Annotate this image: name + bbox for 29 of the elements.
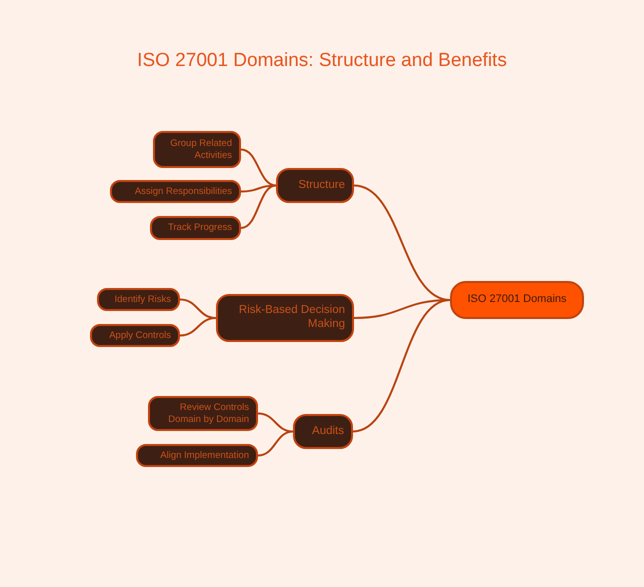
topic-label: Align Implementation — [159, 450, 249, 462]
subtopic-box — [97, 288, 180, 311]
topic-label: Group Related Activities — [169, 138, 232, 161]
connector-line — [240, 184, 276, 192]
topic-label: ISO 27001 Domains — [466, 293, 568, 307]
central-topic-box — [450, 281, 584, 319]
connector-line — [352, 299, 450, 432]
branch-topic-box — [216, 294, 354, 342]
subtopic-box — [90, 324, 180, 347]
connector-line — [240, 148, 276, 186]
topic-label: Structure — [297, 178, 345, 192]
branch-topic-box — [276, 168, 354, 203]
connector-line — [180, 317, 216, 336]
topic-label: Track Progress — [166, 222, 232, 234]
subtopic-box — [110, 180, 241, 203]
subtopic-box — [136, 444, 258, 467]
subtopic-box — [148, 396, 258, 431]
topic-label: Identify Risks — [114, 294, 171, 306]
topic-label: Review Controls Domain by Domain — [167, 402, 249, 425]
topic-label: Apply Controls — [108, 330, 171, 342]
topic-label: Assign Responsibilities — [134, 186, 232, 198]
topic-label: Audits — [311, 424, 344, 438]
subtopic-box — [150, 216, 241, 240]
diagram-title: ISO 27001 Domains: Structure and Benefits — [137, 50, 507, 72]
connector-line — [258, 430, 294, 456]
topic-label: Risk-Based Decision Making — [238, 304, 345, 332]
connector-line — [240, 184, 276, 229]
branch-topic-box — [293, 414, 353, 449]
subtopic-box — [153, 131, 241, 168]
